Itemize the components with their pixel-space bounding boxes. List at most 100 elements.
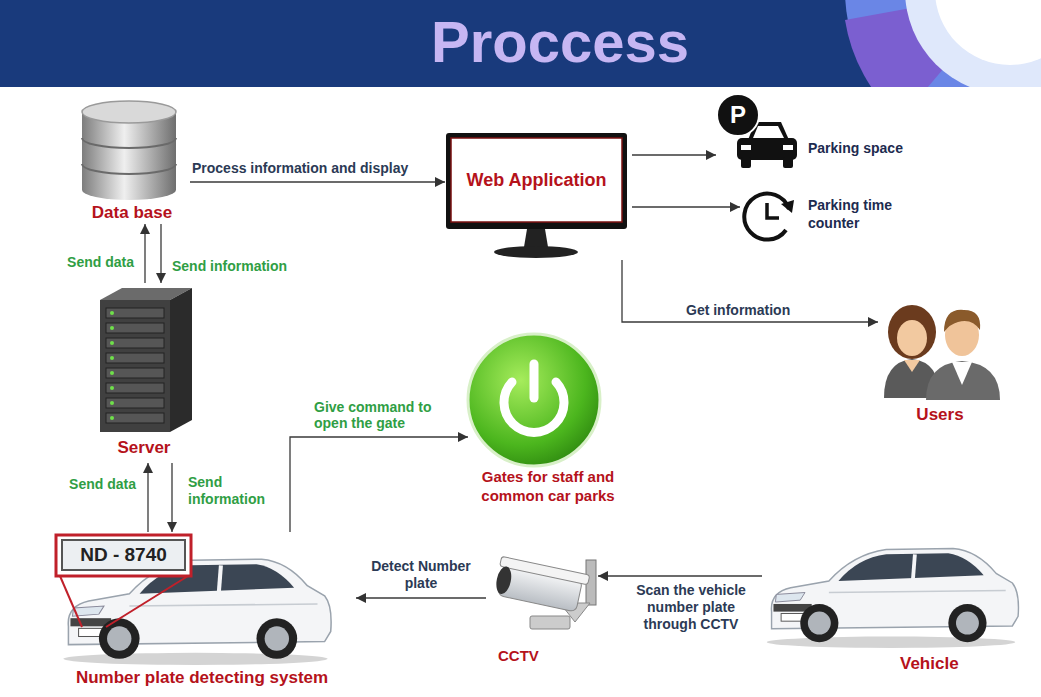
- monitor-icon-part: [446, 133, 627, 229]
- server-icon-part: [106, 368, 164, 378]
- plate-zoom: [56, 535, 191, 627]
- database-icon-part: [82, 164, 176, 174]
- power-button-icon-part: [530, 364, 539, 398]
- server-icon-part: [106, 398, 164, 408]
- gate-node: Gates for staff and common car parks: [468, 334, 632, 510]
- clock-icon-part: [767, 203, 779, 218]
- power-button-icon: [468, 334, 600, 466]
- parking-icon: [717, 94, 797, 168]
- node-label: Web Application: [445, 169, 628, 191]
- cctv-camera-part-part: [494, 565, 514, 595]
- title-banner-part: [845, 0, 1041, 87]
- edge-label: Send information: [186, 474, 282, 508]
- users-icon-part: [944, 310, 980, 332]
- parking-icon-part: [741, 157, 751, 168]
- server-icon-part: [170, 288, 192, 432]
- node-label: Server: [92, 438, 196, 458]
- users-icon-part: [904, 360, 920, 372]
- monitor-icon-part: [494, 246, 578, 258]
- title-banner-part-part: [905, 0, 1041, 87]
- users-node: Users: [878, 303, 1006, 429]
- plate-zoom-part: [60, 576, 82, 627]
- clock-icon: [744, 194, 794, 240]
- server-icon: [100, 288, 192, 432]
- edge-label: Scan the vehicle number plate through CC…: [622, 582, 760, 633]
- cctv-camera-part-part: [500, 556, 590, 584]
- connector-arrow: [160, 224, 161, 283]
- clock-icon-part: [781, 200, 794, 213]
- monitor-icon-part: [524, 229, 548, 247]
- parking-icon-part: [753, 126, 784, 138]
- title-banner-part-part: [935, 0, 1041, 65]
- parking-icon-part: [783, 157, 793, 168]
- title: Proccess: [380, 2, 740, 82]
- web-app-node: Web Application: [445, 132, 632, 260]
- plate-zoom-part: [106, 576, 188, 627]
- database-icon: [82, 101, 176, 200]
- plate-zoom-part: [56, 535, 191, 576]
- cctv-camera-part: [530, 616, 570, 629]
- parking-icon-part: [737, 138, 797, 160]
- users-icon-part: [952, 362, 972, 385]
- parking-icon-part: [741, 145, 751, 150]
- edge-label: Process information and display: [190, 160, 410, 177]
- vehicle-illustration: [767, 549, 1019, 648]
- node-label: Data base: [78, 203, 186, 223]
- connector-arrow: [632, 206, 740, 207]
- server-icon-part: [110, 416, 114, 420]
- node-label: Users: [878, 405, 1002, 425]
- power-button-icon-part: [468, 334, 600, 466]
- server-icon-part: [110, 311, 114, 315]
- server-icon-part: [106, 323, 164, 333]
- connector-arrow: [290, 437, 468, 532]
- connector-arrow: [632, 154, 716, 155]
- node-label: CCTV: [498, 647, 539, 665]
- plate-zoom-part: [62, 540, 185, 570]
- node-label: Vehicle: [900, 654, 959, 674]
- node-label: Parking time counter: [808, 196, 908, 232]
- server-icon-part: [110, 356, 114, 360]
- parking-icon-part: [717, 94, 759, 136]
- server-icon-part: [110, 326, 114, 330]
- parking-letter: P: [724, 101, 752, 129]
- connector-arrow: [356, 597, 486, 598]
- database-node: Data base: [78, 100, 190, 224]
- cctv-camera: [494, 556, 596, 629]
- server-icon-part: [106, 353, 164, 363]
- edge-label: Send data: [38, 476, 138, 493]
- monitor-icon: [446, 133, 627, 258]
- database-icon-part: [82, 180, 176, 200]
- server-icon-part: [110, 341, 114, 345]
- node-label: Parking space: [808, 140, 903, 157]
- parking-icon-part: [783, 145, 793, 150]
- server-node: Server: [92, 283, 200, 463]
- node-label: Gates for staff and common car parks: [468, 467, 628, 505]
- connector-arrow: [622, 260, 878, 322]
- node-label: Number plate detecting system: [52, 668, 352, 688]
- server-icon-part: [100, 300, 170, 432]
- server-icon-part: [106, 413, 164, 423]
- clock-icon-part: [744, 194, 789, 240]
- users-icon: [884, 305, 1000, 400]
- vehicle-illustration-part: [767, 549, 1019, 648]
- server-icon-part: [110, 371, 114, 375]
- users-icon-part: [897, 320, 927, 356]
- server-icon-part: [106, 308, 164, 318]
- connector-arrow: [190, 181, 445, 182]
- edge-label: Send information: [170, 258, 289, 275]
- server-icon-part: [110, 386, 114, 390]
- connector-arrow: [144, 224, 145, 283]
- title-banner-part-part: [845, 0, 1041, 87]
- connector-arrow: [171, 463, 172, 532]
- users-icon-part: [888, 305, 936, 359]
- plate-number: ND - 8740: [62, 540, 185, 570]
- connector-arrow: [147, 463, 148, 532]
- server-icon-part: [110, 401, 114, 405]
- edge-label: Detect Number plate: [360, 558, 482, 592]
- edge-label: Give command to open the gate: [312, 399, 458, 431]
- database-icon-part: [82, 101, 176, 123]
- edge-label: Get information: [684, 302, 792, 319]
